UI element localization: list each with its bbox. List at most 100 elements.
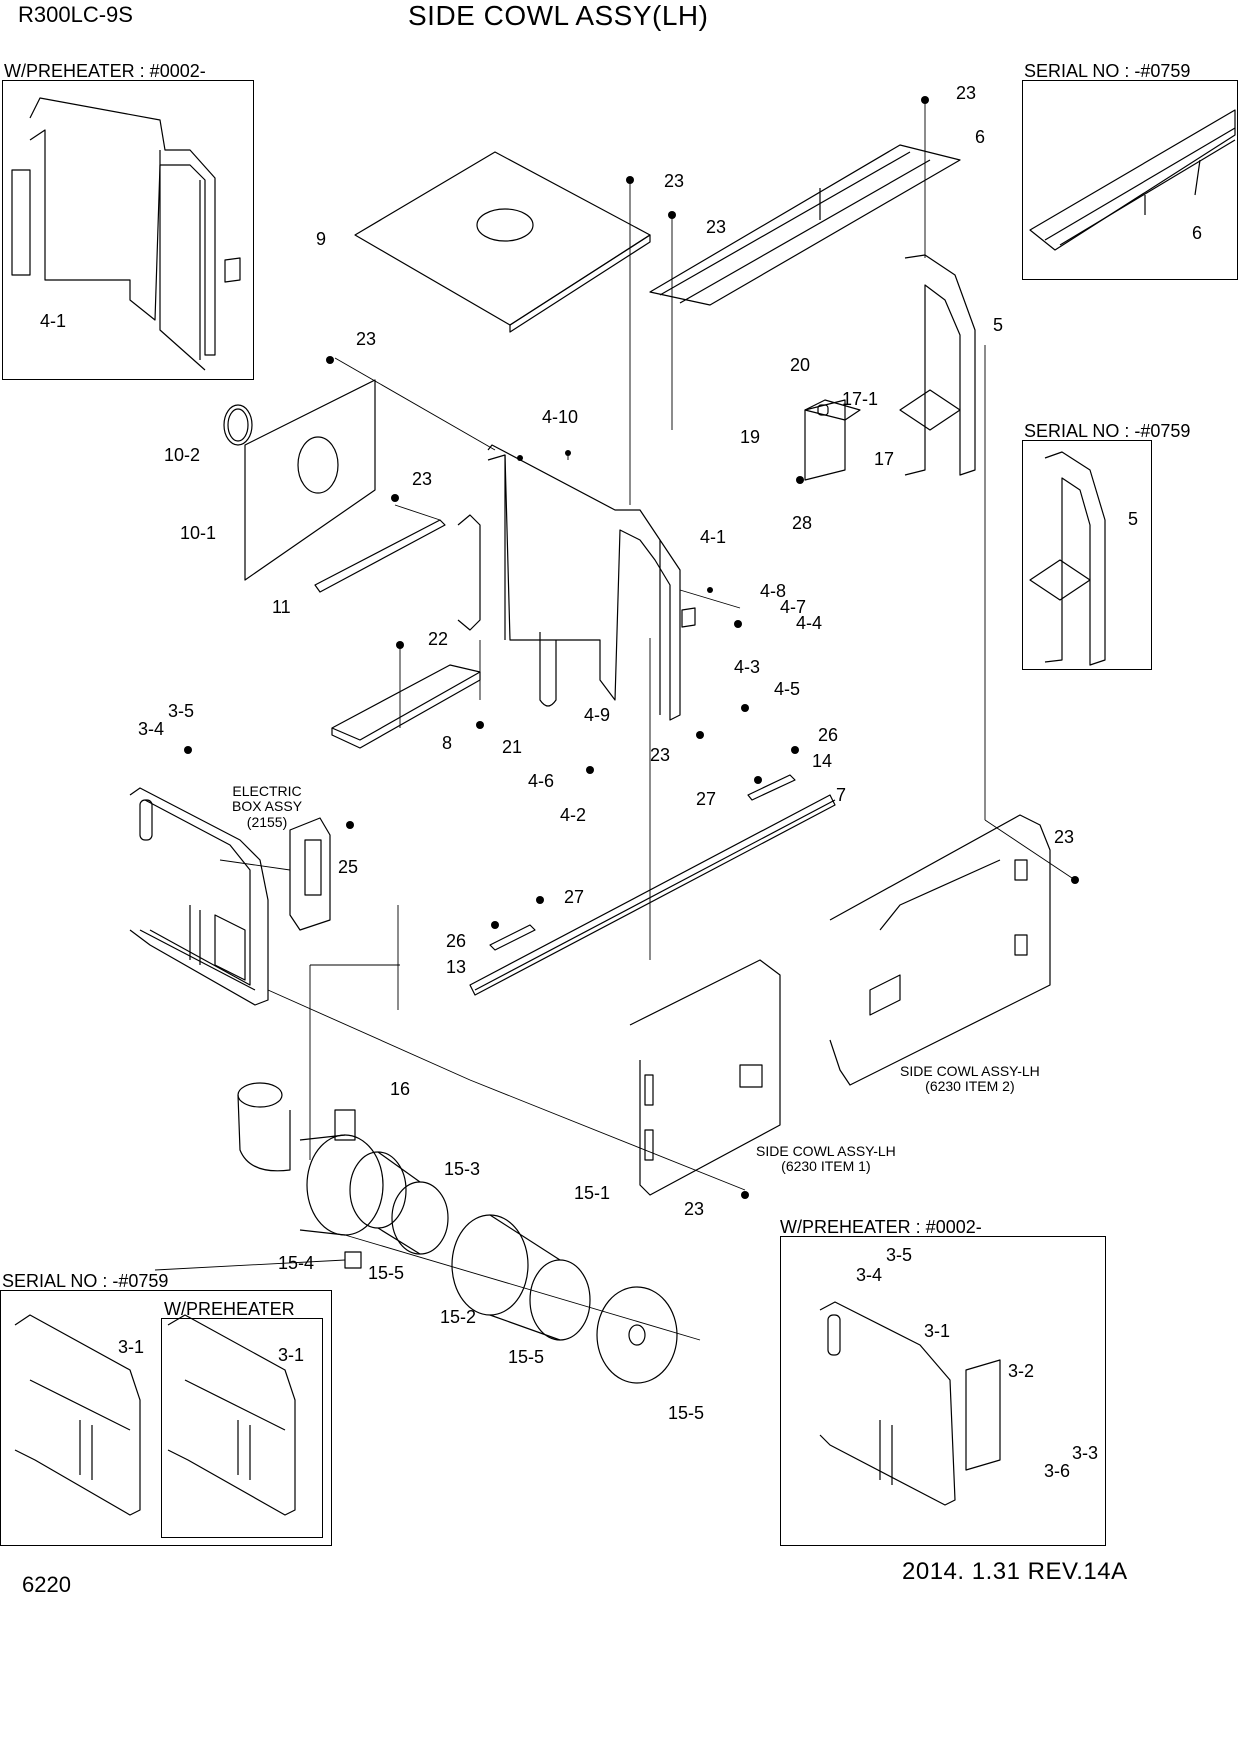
fastener-markers (184, 96, 1079, 1199)
note-side-cowl-item-2: SIDE COWL ASSY-LH (6230 ITEM 2) (900, 1063, 1040, 1095)
inset-header-top-right: SERIAL NO : -#0759 (1024, 61, 1191, 81)
callout-label: 15-5 (668, 1403, 705, 1423)
drain-15-4 (344, 1251, 362, 1269)
callout-label: 17 (874, 449, 895, 469)
callout-label: 19 (740, 427, 761, 447)
callout-label: 25 (338, 857, 359, 877)
handle-4-9 (539, 632, 557, 707)
inset-box-bottom-right (780, 1236, 1106, 1546)
callout-label: 8 (442, 733, 453, 753)
callout-label: 3-3 (1072, 1443, 1099, 1463)
callout-label: 15-5 (508, 1347, 545, 1367)
filter-15-2 (451, 1214, 591, 1341)
callout-label: 23 (706, 217, 727, 237)
inset-door-serial (14, 1314, 141, 1516)
inset-header-top-left: W/PREHEATER : #0002- (4, 61, 206, 81)
leader-lines (154, 100, 1076, 1341)
callout-label: 15-1 (574, 1183, 611, 1203)
callout-label: 4-10 (542, 407, 579, 427)
callout-label: 14 (812, 751, 833, 771)
callout-label: 4-3 (734, 657, 761, 677)
revision-date: 2014. 1.31 REV.14A (902, 1558, 1128, 1585)
tray-8 (331, 664, 481, 749)
callout-label: 3-4 (138, 719, 165, 739)
callout-label: 15-4 (278, 1253, 315, 1273)
stay-11 (314, 519, 446, 593)
callout-label: 3-4 (856, 1265, 883, 1285)
callout-label: 13 (446, 957, 467, 977)
inset-header-right-mid: SERIAL NO : -#0759 (1024, 421, 1191, 441)
callout-label: 26 (818, 725, 839, 745)
callout-label: 11 (272, 597, 291, 617)
callout-label: 15-2 (440, 1307, 477, 1327)
callout-label: 4-1 (700, 527, 727, 547)
bracket-5 (899, 254, 976, 476)
callout-label: 7 (836, 785, 847, 805)
callout-label: 23 (684, 1199, 705, 1219)
callout-label: 15-5 (368, 1263, 405, 1283)
reservoir-17 (804, 399, 861, 481)
page-title: SIDE COWL ASSY(LH) (408, 0, 709, 31)
callout-label: 28 (792, 513, 813, 533)
callout-label: 4-1 (40, 311, 67, 331)
inset-box-bottom-left-sub (161, 1318, 323, 1538)
channel-6 (649, 144, 961, 306)
callout-label: 23 (664, 171, 685, 191)
callout-label: 23 (1054, 827, 1075, 847)
callout-label: 3-6 (1044, 1461, 1071, 1481)
callout-label: 3-2 (1008, 1361, 1035, 1381)
callout-label: 4-8 (760, 581, 787, 601)
door-3-1 (129, 787, 269, 1006)
side-cowl-item-1 (629, 959, 781, 1196)
callout-label: 3-1 (118, 1337, 145, 1357)
filter-15-3 (349, 1151, 449, 1255)
callout-label: 27 (564, 887, 585, 907)
callout-label: 3-5 (886, 1245, 913, 1265)
callout-label: 21 (502, 737, 523, 757)
latch-14 (747, 774, 796, 801)
callout-label: 5 (993, 315, 1004, 335)
electric-box (289, 817, 331, 931)
callout-label: 3-5 (168, 701, 195, 721)
callout-label: 4-5 (774, 679, 801, 699)
inset-frame-4-1 (11, 97, 241, 371)
callout-label: 23 (412, 469, 433, 489)
callout-label: 16 (390, 1079, 411, 1099)
inset-box-top-left (2, 80, 254, 380)
callout-label: 4-6 (528, 771, 555, 791)
callout-label: 10-1 (180, 523, 217, 543)
callout-label: 3-1 (278, 1345, 305, 1365)
callout-label: 6 (975, 127, 986, 147)
callout-label: 20 (790, 355, 811, 375)
inset-header-bottom-right: W/PREHEATER : #0002- (780, 1217, 982, 1237)
cover-10-1 (223, 379, 376, 581)
inset-header-bottom-left-sub: W/PREHEATER (164, 1299, 295, 1319)
callout-label: 4-2 (560, 805, 587, 825)
note-side-cowl-item-1: SIDE COWL ASSY-LH (6230 ITEM 1) (756, 1143, 896, 1175)
callout-label: 27 (696, 789, 717, 809)
inset-door-3-1-preheater (819, 1301, 1001, 1506)
callout-label: 4-7 (780, 597, 807, 617)
inset-door-preheater (167, 1314, 296, 1516)
inset-box-bottom-left (0, 1290, 332, 1546)
side-cowl-item-2 (829, 814, 1051, 1086)
inset-box-right-mid (1022, 440, 1152, 670)
inset-bracket-5 (1029, 451, 1106, 666)
inset-channel-6 (1029, 109, 1236, 251)
note-electric-box: ELECTRIC BOX ASSY (2155) (232, 783, 303, 830)
callout-label: 23 (650, 745, 671, 765)
plate-9 (354, 151, 651, 333)
callout-label: 6 (1192, 223, 1203, 243)
latch-13 (489, 924, 536, 951)
callout-label: 3-1 (924, 1321, 951, 1341)
callout-label: 17-1 (842, 389, 879, 409)
bar-7 (469, 794, 836, 996)
callout-label: 5 (1128, 509, 1139, 529)
inset-box-top-right (1022, 80, 1238, 280)
callout-label: 22 (428, 629, 449, 649)
callout-label: 15-3 (444, 1159, 481, 1179)
callout-label: 23 (956, 83, 977, 103)
callout-label: 4-4 (796, 613, 823, 633)
frame-4-1 (457, 444, 696, 721)
